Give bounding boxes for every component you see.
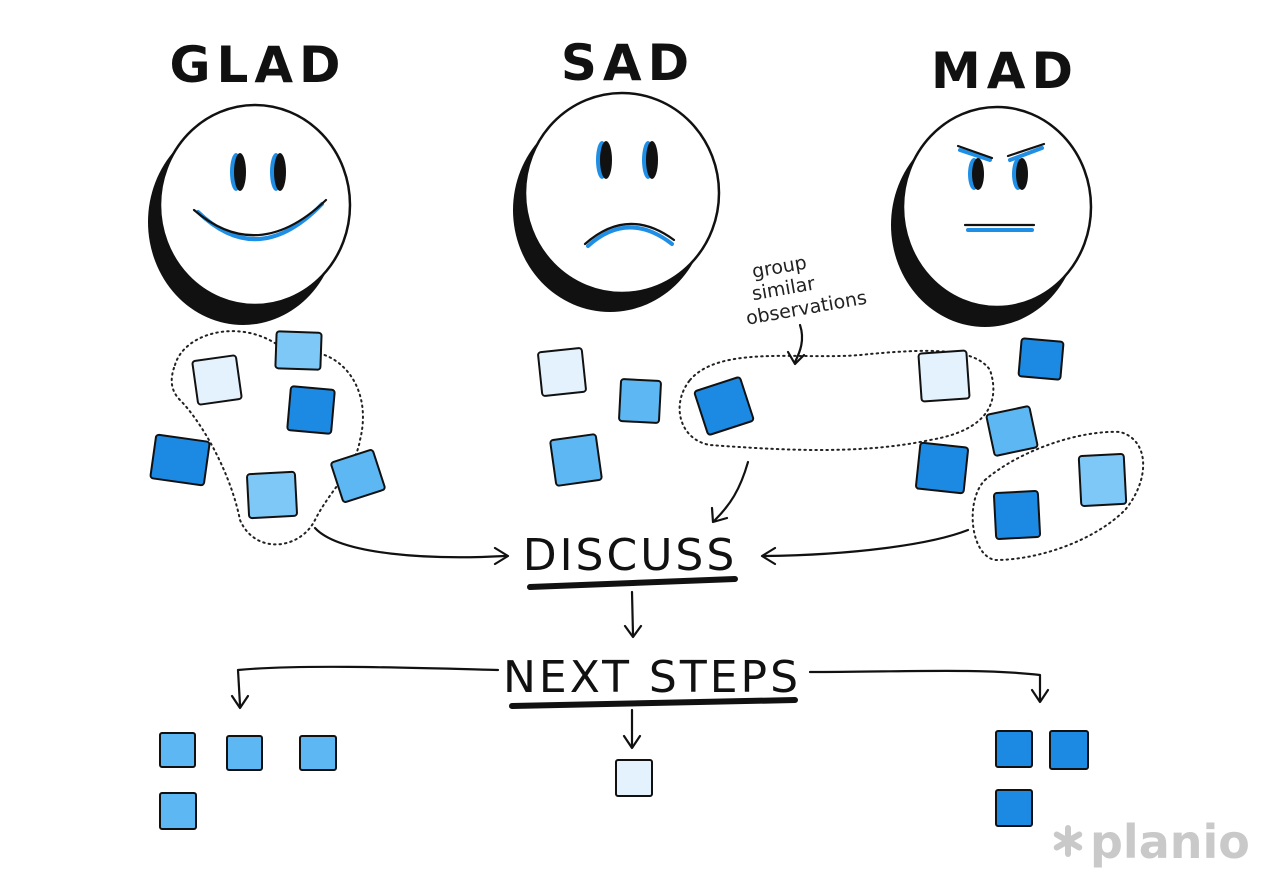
mad-sticky-notes [915, 337, 1128, 540]
glad-face-icon [148, 103, 352, 325]
annotation-group-similar: group similar observations [744, 252, 868, 330]
heading-mad: MAD [931, 42, 1079, 100]
heading-glad: GLAD [169, 36, 346, 94]
heading-sad: SAD [561, 34, 695, 92]
next-steps-label: NEXT STEPS [503, 652, 801, 703]
left-outcome-notes [159, 732, 337, 830]
svg-text:planio: planio [1090, 815, 1250, 869]
sad-group-outline [678, 349, 995, 451]
next-steps-underline [509, 697, 798, 709]
arrow-mad-to-discuss-icon [763, 528, 970, 558]
annotation-arrow-icon [793, 323, 804, 364]
right-outcome-notes [995, 730, 1089, 827]
mad-face-icon [891, 105, 1093, 327]
glad-group-outline [170, 330, 364, 546]
sad-face-icon [513, 91, 721, 312]
sad-sticky-notes [537, 347, 755, 487]
asterisk-icon [1053, 825, 1083, 857]
arrow-next-to-right-icon [808, 669, 1042, 702]
arrow-sad-to-discuss-icon [713, 460, 750, 522]
discuss-label: DISCUSS [523, 530, 738, 581]
discuss-underline [527, 576, 738, 590]
arrow-glad-to-discuss-icon [313, 526, 507, 559]
glad-sticky-notes [149, 330, 386, 520]
center-outcome-note [615, 759, 653, 797]
arrow-next-to-left-icon [236, 665, 500, 707]
mad-group-outline [971, 430, 1145, 562]
planio-logo: planio [1053, 815, 1250, 869]
arrow-discuss-to-next-icon [630, 590, 635, 637]
